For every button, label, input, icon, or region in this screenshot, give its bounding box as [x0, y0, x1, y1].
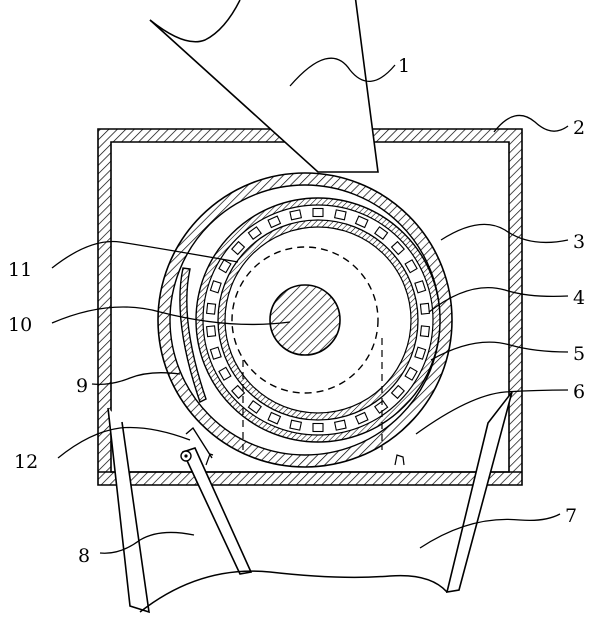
slot-block	[354, 215, 369, 229]
curved-plate	[179, 267, 207, 403]
slot-ring	[205, 207, 431, 433]
callout-labels: 1 2 3 4 5 6 7 8 9 10 11 12	[8, 55, 585, 567]
slot-block	[333, 419, 347, 431]
slot-block	[419, 302, 431, 315]
slot-block	[312, 422, 324, 433]
label-3: 3	[573, 231, 585, 253]
slot-block	[404, 366, 418, 381]
slot-block	[390, 384, 405, 400]
slot-block	[267, 215, 282, 229]
label-11: 11	[8, 259, 32, 281]
slot-block	[354, 411, 369, 425]
slot-block	[374, 226, 389, 240]
slot-block	[205, 302, 217, 315]
label-10: 10	[8, 314, 32, 336]
label-4: 4	[573, 287, 585, 309]
rotor-assembly	[157, 172, 453, 468]
slot-block	[267, 411, 282, 425]
slot-block	[209, 280, 222, 294]
leader-lines	[51, 57, 569, 554]
label-7: 7	[565, 505, 577, 527]
slot-block	[414, 280, 427, 294]
slot-block	[289, 209, 303, 221]
label-1: 1	[398, 55, 410, 77]
slot-block	[231, 240, 246, 256]
slot-block	[289, 419, 303, 431]
slot-block	[209, 346, 222, 360]
feed-hopper	[149, 0, 379, 173]
slot-block	[247, 400, 262, 414]
slot-block	[374, 400, 389, 414]
slot-block	[390, 240, 405, 256]
slot-block	[231, 384, 246, 400]
slot-block	[205, 325, 217, 338]
slot-block	[404, 259, 418, 274]
label-6: 6	[573, 381, 585, 403]
slot-block	[247, 226, 262, 240]
label-9: 9	[76, 375, 88, 397]
slot-block	[414, 346, 427, 360]
slot-block	[218, 259, 232, 274]
label-12: 12	[14, 451, 38, 473]
bottom-frame	[98, 391, 522, 614]
slot-block	[333, 209, 347, 221]
slot-block	[419, 325, 431, 338]
label-8: 8	[78, 545, 90, 567]
label-5: 5	[573, 343, 585, 365]
label-2: 2	[573, 117, 585, 139]
slot-block	[218, 366, 232, 381]
slot-block	[312, 207, 324, 218]
